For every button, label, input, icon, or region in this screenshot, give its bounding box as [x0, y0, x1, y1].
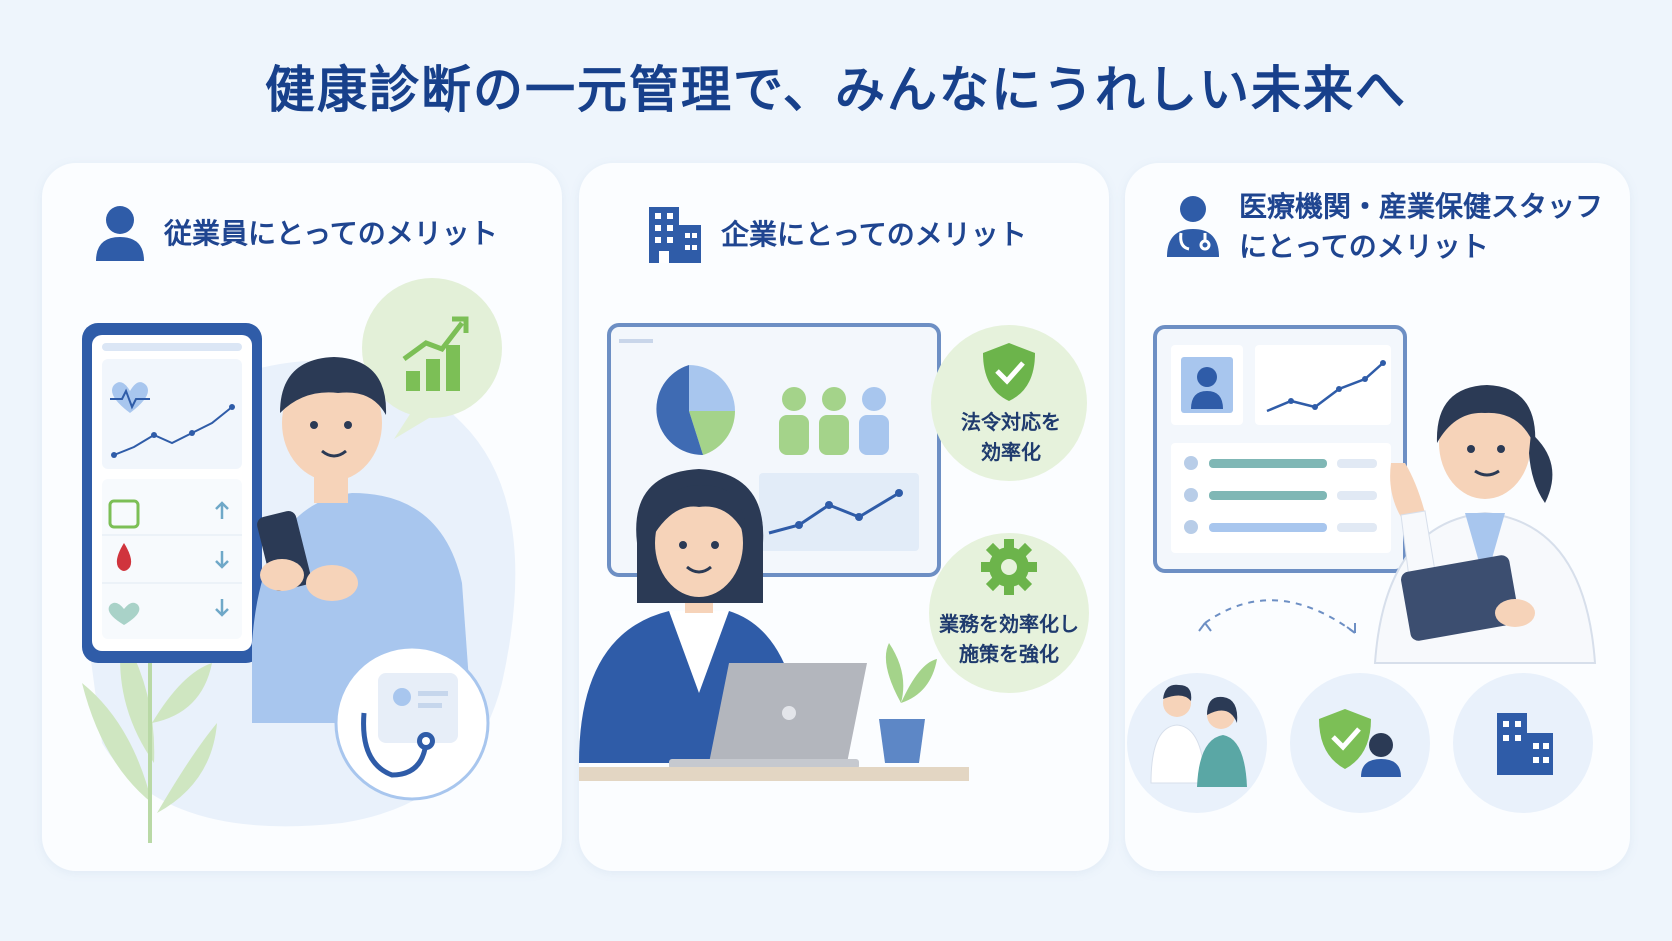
pie-chart — [656, 365, 736, 456]
gear-icon — [981, 539, 1037, 595]
compliance-bubble — [931, 325, 1087, 481]
arrow-down-icon — [215, 551, 229, 569]
hospital-circle — [1453, 673, 1593, 813]
connection-arrow — [1204, 599, 1356, 634]
growth-chart-bubble — [362, 278, 502, 439]
company-illustration — [579, 323, 1089, 781]
desk — [579, 767, 969, 781]
heart-rate-icon — [110, 382, 150, 413]
laptop — [669, 663, 867, 769]
plant-leaves — [82, 633, 217, 843]
female-doctor — [1373, 385, 1597, 664]
tablet — [1401, 555, 1519, 641]
shield-person-circle — [1290, 673, 1430, 813]
medical-record-circle — [334, 645, 490, 801]
compliance-line-2: 効率化 — [981, 440, 1041, 464]
arrow-down-icon-2 — [215, 599, 229, 617]
record-rows — [1184, 456, 1377, 534]
building-icon — [647, 203, 703, 267]
company-card-heading: 企業にとってのメリット — [721, 218, 1027, 251]
efficiency-bubble — [929, 533, 1089, 693]
medical-card-header: 医療機関・産業保健スタッフ にとってのメリット — [1165, 187, 1603, 267]
compliance-line-1: 法令対応を — [961, 410, 1061, 434]
shield-check-icon — [983, 343, 1035, 401]
people-group-icon — [779, 387, 889, 455]
medical-illustration — [1127, 325, 1597, 813]
efficiency-line-2: 施策を強化 — [959, 642, 1059, 666]
arrow-up-icon — [215, 501, 229, 519]
employee-benefits-card: 従業員にとってのメリット — [42, 163, 562, 871]
potted-plant — [879, 643, 937, 763]
medical-staff-benefits-card: 医療機関・産業保健スタッフ にとってのメリット — [1125, 163, 1630, 871]
doctor-icon — [1165, 193, 1221, 261]
hospital-building-icon — [1497, 713, 1553, 775]
smartphone-dashboard — [82, 323, 262, 663]
page-title: 健康診断の一元管理で、みんなにうれしい未来へ — [265, 61, 1407, 119]
employee-card-header: 従業員にとってのメリット — [94, 203, 498, 265]
company-card-header: 企業にとってのメリット — [647, 203, 1027, 267]
blood-drop-icon — [116, 543, 132, 571]
person-icon — [94, 203, 146, 265]
compliance-bubble-text: 法令対応を 効率化 — [931, 407, 1091, 467]
company-benefits-card: 企業にとってのメリット — [579, 163, 1109, 871]
scale-icon — [108, 499, 140, 529]
employee-card-heading: 従業員にとってのメリット — [164, 217, 498, 250]
medical-card-heading: 医療機関・産業保健スタッフ にとってのメリット — [1239, 187, 1603, 267]
medical-heading-line-2: にとってのメリット — [1239, 230, 1489, 263]
consultation-circle — [1127, 673, 1267, 813]
patient-record-board — [1153, 325, 1407, 573]
efficiency-bubble-text: 業務を効率化し 施策を強化 — [919, 609, 1099, 669]
heart-icon — [108, 602, 140, 625]
employee-illustration — [82, 278, 516, 843]
efficiency-line-1: 業務を効率化し — [939, 612, 1079, 636]
medical-heading-line-1: 医療機関・産業保健スタッフ — [1239, 190, 1604, 223]
